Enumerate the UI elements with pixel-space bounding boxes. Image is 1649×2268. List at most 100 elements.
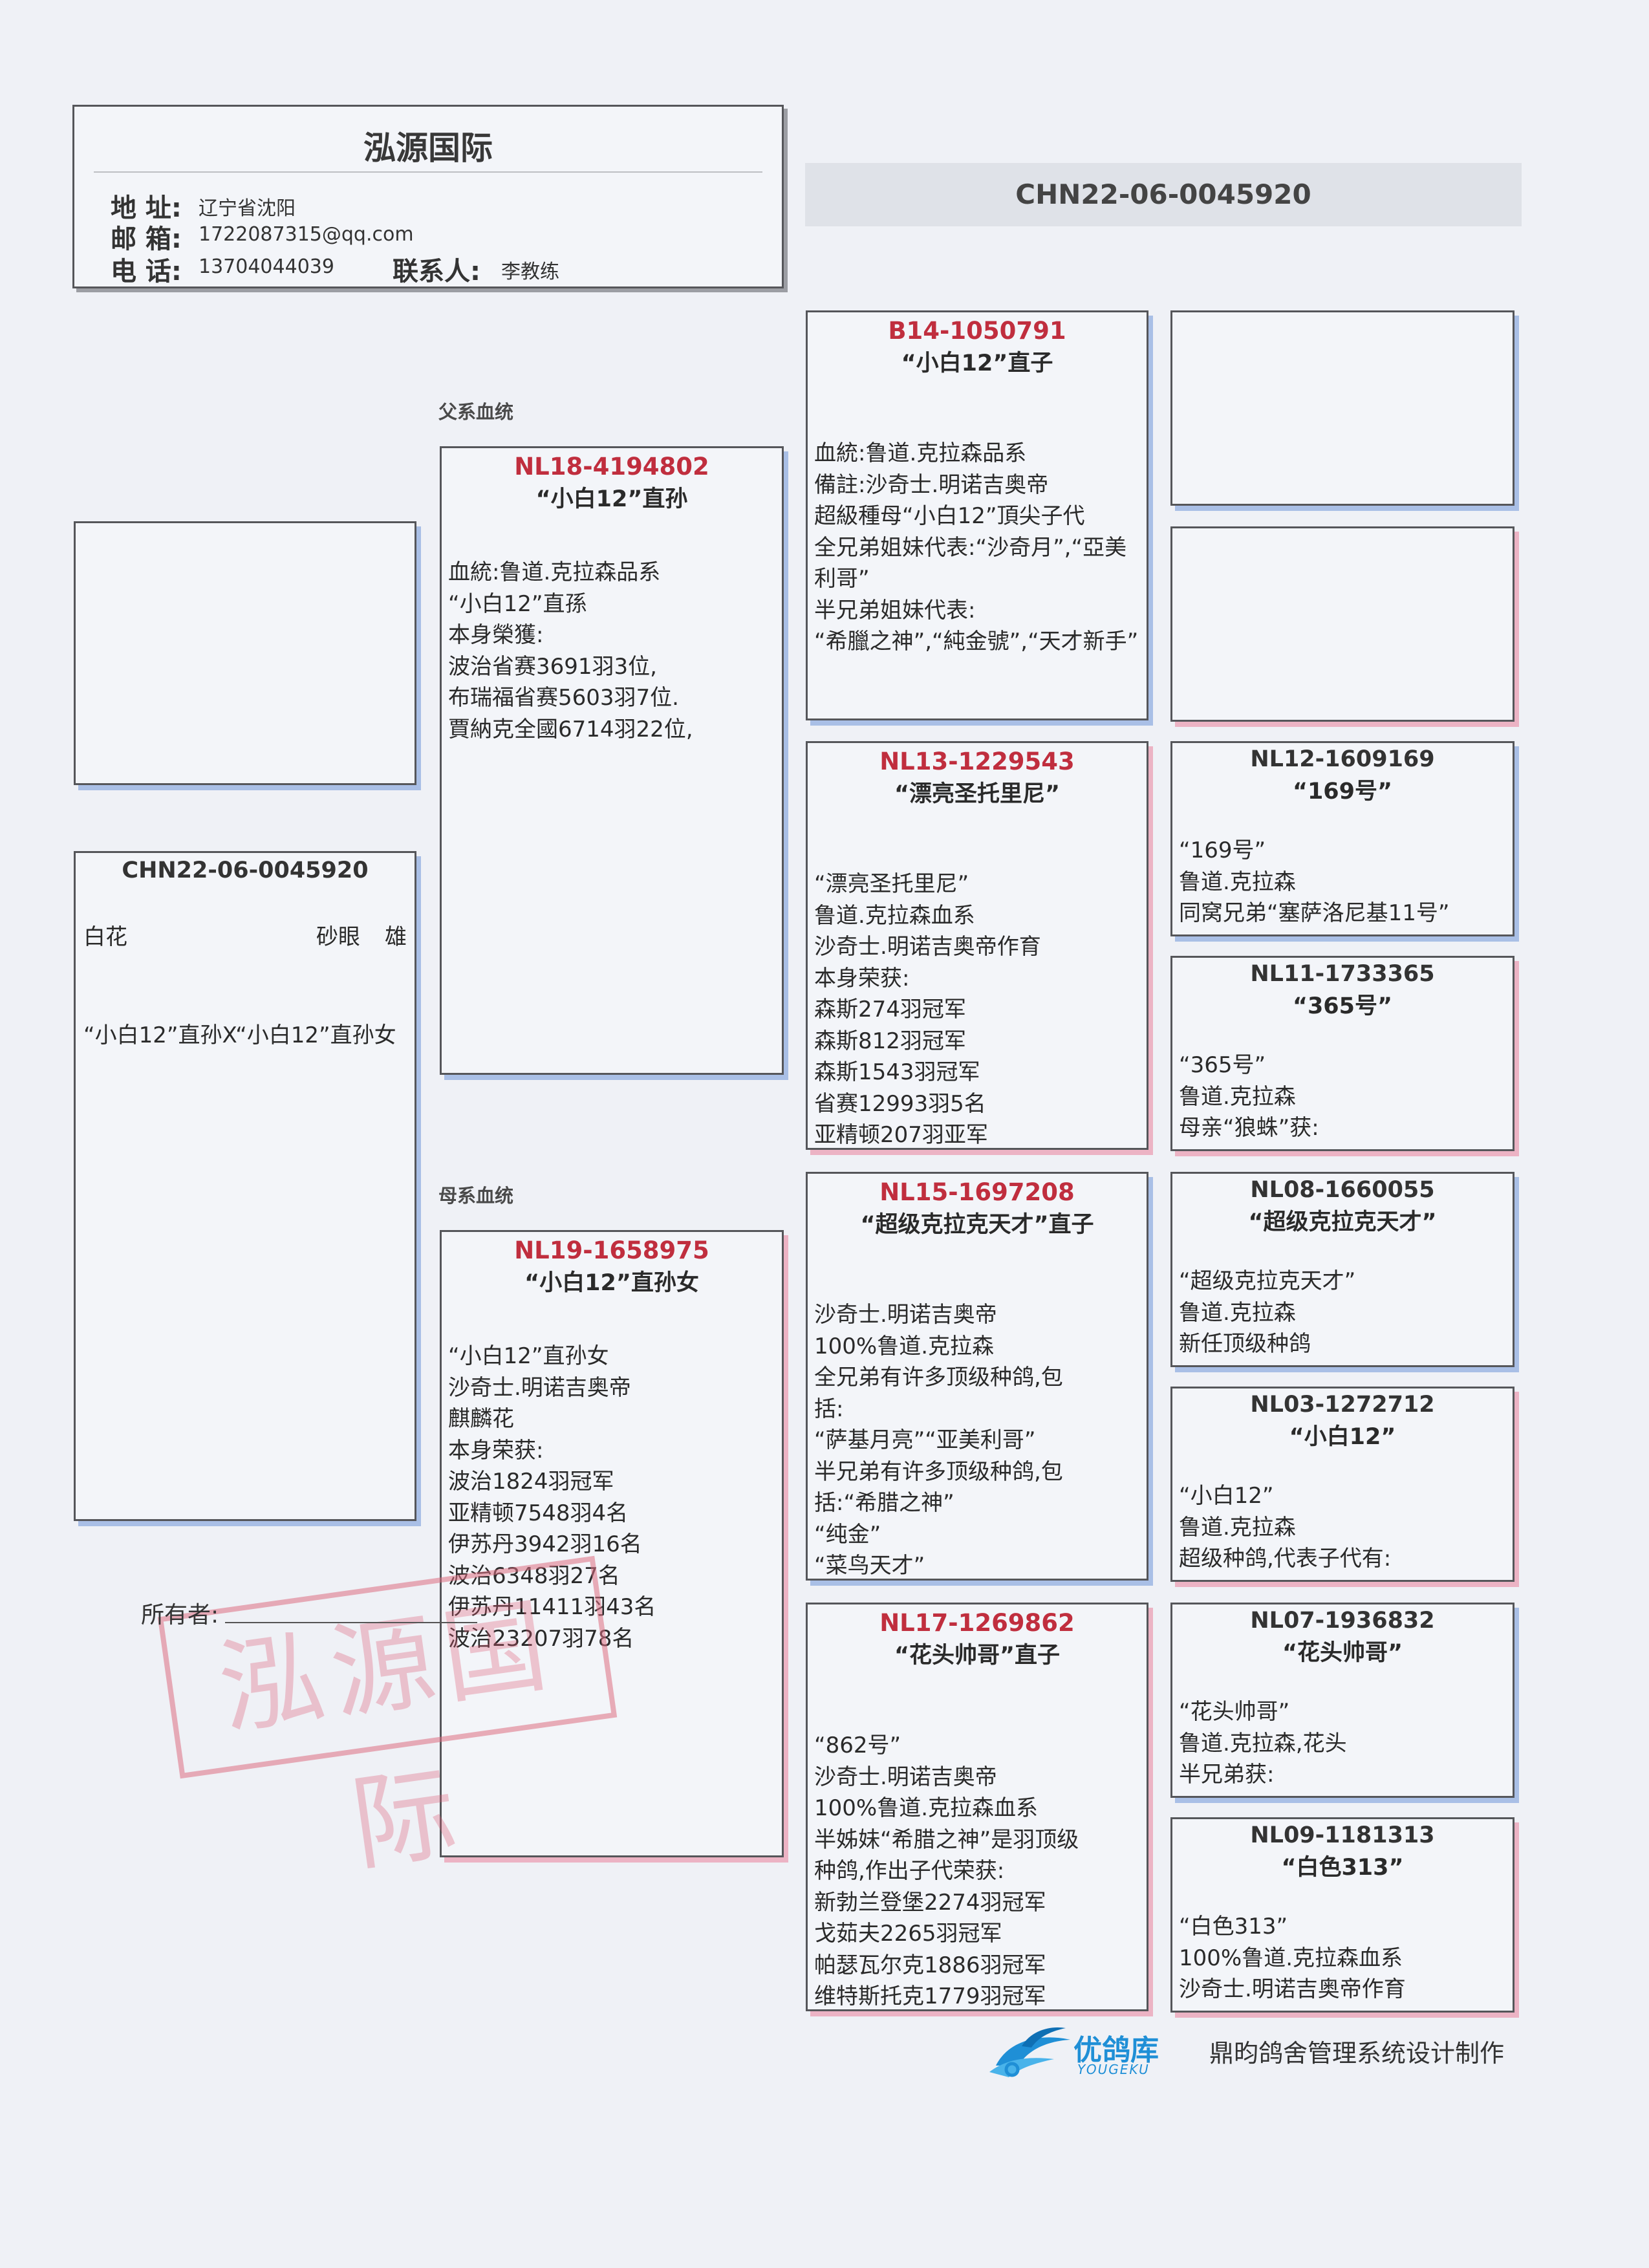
subject-card: CHN22-06-0045920 白花 砂眼 雄 “小白12”直孙X“小白12”… <box>74 851 416 1521</box>
pedigree-line: 沙奇士.明诺吉奥帝 <box>814 1764 997 1790</box>
ggp-ring: NL03-1272712 <box>1250 1392 1435 1418</box>
pedigree-line: 沙奇士.明诺吉奥帝作育 <box>1179 1976 1406 2002</box>
pigeon-photo-frame <box>74 521 416 785</box>
ggp-lines: “365号”鲁道.克拉森母亲“狼蛛”获: <box>1172 1050 1513 1144</box>
dam-section-label: 母系血统 <box>438 1185 514 1207</box>
granddam-sire-card: NL13-1229543 “漂亮圣托里尼” “漂亮圣托里尼”鲁道.克拉森血系沙奇… <box>806 741 1148 1150</box>
pedigree-line: 備註:沙奇士.明诺吉奥帝 <box>814 471 1049 498</box>
footer-credit: 鼎昀鸽舍管理系统设计制作 <box>1209 2039 1505 2068</box>
pedigree-line: 血統:鲁道.克拉森品系 <box>814 440 1027 466</box>
pedigree-line: 新任顶级种鸽 <box>1179 1331 1311 1357</box>
pedigree-line: 本身榮獲: <box>448 622 544 648</box>
dam-card: NL19-1658975 “小白12”直孙女 “小白12”直孙女沙奇士.明诺吉奥… <box>440 1230 784 1857</box>
pedigree-line: 伊苏丹3942羽16名 <box>448 1531 642 1557</box>
pedigree-line: 母亲“狼蛛”获: <box>1179 1115 1319 1141</box>
ggp-name: “169号” <box>1292 779 1393 805</box>
pedigree-line: 森斯1543羽冠军 <box>814 1059 980 1085</box>
pedigree-line: 新勃兰登堡2274羽冠军 <box>814 1889 1046 1916</box>
ggp-name: “365号” <box>1292 993 1393 1019</box>
subject-color: 白花 <box>83 924 127 950</box>
pedigree-line: 100%鲁道.克拉森血系 <box>814 1795 1039 1821</box>
pedigree-line: 血統:鲁道.克拉森品系 <box>448 559 661 585</box>
pedigree-line: “862号” <box>814 1733 901 1758</box>
ggp-lines: “超级克拉克天才”鲁道.克拉森新任顶级种鸽 <box>1172 1266 1513 1360</box>
subject-ring: CHN22-06-0045920 <box>122 858 369 883</box>
pedigree-line: 布瑞福省赛5603羽7位. <box>448 685 679 711</box>
red-seal-stamp: 泓源国际 <box>157 1555 618 1886</box>
owner-signature-line <box>225 1622 477 1623</box>
great-grandparent-card: NL08-1660055“超级克拉克天才”“超级克拉克天才”鲁道.克拉森新任顶级… <box>1170 1172 1514 1367</box>
pedigree-line: 亚精顿207羽亚军 <box>814 1122 988 1148</box>
ggp-ring: NL07-1936832 <box>1250 1608 1435 1634</box>
pedigree-line: 全兄弟姐妹代表:“沙奇月”,“亞美 <box>814 534 1127 561</box>
grandsire-sire-card: B14-1050791 “小白12”直子 血統:鲁道.克拉森品系備註:沙奇士.明… <box>806 310 1148 720</box>
pedigree-line: 波治6348羽27名 <box>448 1562 620 1589</box>
great-grandparent-card: NL03-1272712“小白12”“小白12”鲁道.克拉森超级种鸽,代表子代有… <box>1170 1387 1514 1582</box>
ggp-name: “花头帅哥” <box>1282 1640 1403 1666</box>
gp-ss-lines: 血統:鲁道.克拉森品系備註:沙奇士.明诺吉奥帝超級種母“小白12”頂尖子代全兄弟… <box>808 438 1147 658</box>
email-label: 邮 箱: <box>111 224 182 254</box>
ggp-ring: NL11-1733365 <box>1250 961 1435 987</box>
ggp-lines: “白色313”100%鲁道.克拉森血系沙奇士.明诺吉奥帝作育 <box>1172 1911 1513 2005</box>
pedigree-line: 半兄弟有许多顶级种鸽,包 <box>814 1458 1063 1485</box>
pedigree-line: 鲁道.克拉森,花头 <box>1179 1730 1347 1756</box>
pedigree-line: 森斯812羽冠军 <box>814 1028 966 1054</box>
address-label: 地 址: <box>111 193 182 223</box>
gp-ds-name: “超级克拉克天才”直子 <box>860 1212 1094 1238</box>
pedigree-line: 本身荣获: <box>814 965 910 991</box>
pedigree-line: 亚精顿7548羽4名 <box>448 1500 629 1526</box>
footer-logo: 优鸽库 YOUGEKU 鼎昀鸽舍管理系统设计制作 <box>983 2020 1636 2085</box>
ggp-lines: “169号”鲁道.克拉森同窝兄弟“塞萨洛尼基11号” <box>1172 835 1513 929</box>
header-divider <box>94 171 762 173</box>
pedigree-line: 沙奇士.明诺吉奥帝 <box>814 1302 997 1328</box>
gp-sd-name: “漂亮圣托里尼” <box>894 781 1060 807</box>
ggp-lines: “花头帅哥”鲁道.克拉森,花头半兄弟获: <box>1172 1696 1513 1791</box>
gp-ds-ring: NL15-1697208 <box>879 1178 1075 1206</box>
pedigree-line: 超级种鸽,代表子代有: <box>1179 1546 1392 1571</box>
sire-ring: NL18-4194802 <box>514 453 709 481</box>
phone-value: 13704044039 <box>199 255 334 278</box>
pedigree-line: 沙奇士.明诺吉奥帝作育 <box>814 934 1041 960</box>
pedigree-line: 森斯274羽冠军 <box>814 997 966 1022</box>
kennel-header-card: 泓源国际 地 址: 辽宁省沈阳 邮 箱: 1722087315@qq.com 电… <box>72 105 784 288</box>
grandsire-dam-card: NL15-1697208 “超级克拉克天才”直子 沙奇士.明诺吉奥帝 100%鲁道… <box>806 1172 1148 1581</box>
pedigree-line: 鲁道.克拉森血系 <box>814 902 975 929</box>
pedigree-line: “小白12”直孫 <box>448 590 587 617</box>
pedigree-line: “纯金” <box>814 1521 881 1548</box>
brand-cn: 优鸽库 <box>1073 2034 1159 2067</box>
ggp-ring: NL09-1181313 <box>1250 1822 1435 1848</box>
ggp-name: “小白12” <box>1289 1424 1396 1450</box>
pedigree-line: 种鸽,作出子代荣获: <box>814 1858 1005 1884</box>
pedigree-line: 麒麟花 <box>448 1406 514 1432</box>
contact-label: 联系人: <box>393 257 480 286</box>
ggp-name: “白色313” <box>1281 1855 1404 1881</box>
pedigree-line: “菜鸟天才” <box>814 1553 925 1579</box>
gp-dd-ring: NL17-1269862 <box>879 1609 1075 1637</box>
address-value: 辽宁省沈阳 <box>199 197 296 220</box>
pedigree-line: 括:“希腊之神” <box>814 1490 954 1516</box>
pedigree-line: “365号” <box>1179 1052 1266 1078</box>
ggp-name: “超级克拉克天才” <box>1248 1209 1437 1235</box>
pedigree-line: 括: <box>814 1396 844 1422</box>
pedigree-line: 鲁道.克拉森 <box>1179 869 1296 895</box>
pedigree-line: “169号” <box>1179 837 1266 863</box>
kennel-title: 泓源国际 <box>363 129 493 167</box>
pedigree-line: “小白12”直孙女 <box>448 1343 609 1369</box>
pedigree-line: “希臘之神”,“純金號”,“天才新手” <box>814 629 1139 654</box>
pedigree-line: “萨基月亮”“亚美利哥” <box>814 1427 1036 1453</box>
owner-label: 所有者: <box>141 1602 219 1628</box>
great-grandparent-card: NL07-1936832 “花头帅哥” “花头帅哥”鲁道.克拉森,花头半兄弟获: <box>1170 1603 1514 1798</box>
stamp-text: 泓源国际 <box>211 1583 563 1886</box>
pedigree-line: 维特斯托克1779羽冠军 <box>814 1983 1046 2009</box>
pedigree-line: 100%鲁道.克拉森 <box>814 1333 995 1359</box>
gp-ss-name: “小白12”直子 <box>901 351 1053 376</box>
gp-sd-ring: NL13-1229543 <box>879 748 1075 775</box>
pedigree-line: 沙奇士.明诺吉奥帝 <box>448 1374 631 1401</box>
pedigree-line: 利哥” <box>814 566 870 592</box>
great-grandparent-card: NL12-1609169“169号”“169号”鲁道.克拉森同窝兄弟“塞萨洛尼基… <box>1170 741 1514 936</box>
pedigree-line: 帕瑟瓦尔克1886羽冠军 <box>814 1952 1046 1978</box>
sire-lines: 血統:鲁道.克拉森品系“小白12”直孫本身榮獲:波治省赛3691羽3位,布瑞福省… <box>442 557 782 745</box>
